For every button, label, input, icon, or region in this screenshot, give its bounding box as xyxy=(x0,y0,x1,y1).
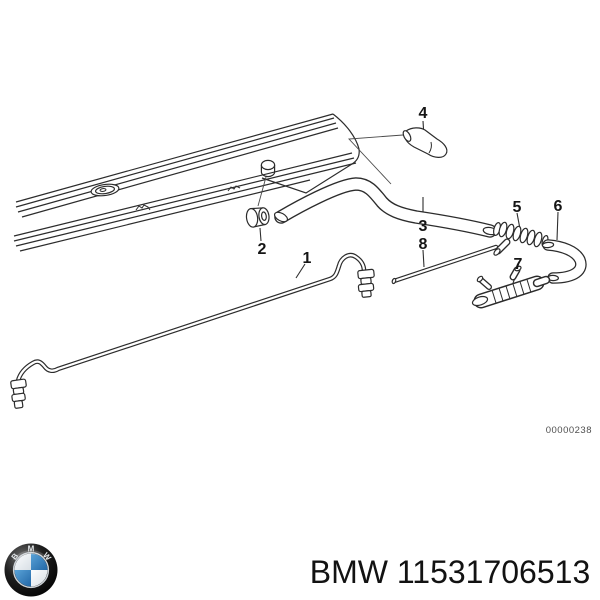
callout-6: 6 xyxy=(554,198,563,215)
brand-label: BMW xyxy=(309,554,388,590)
callout-1: 1 xyxy=(303,250,312,267)
part-number: 11531706513 xyxy=(396,554,591,590)
oil-cap xyxy=(90,183,120,197)
logo-letter-m: M xyxy=(28,545,35,554)
logo-silver-ring xyxy=(12,551,50,589)
bmw-logo: B M W xyxy=(4,543,58,597)
part-1-vent-pipe xyxy=(10,252,375,409)
cover-clip xyxy=(135,204,151,211)
part-5-connector xyxy=(492,221,549,256)
logo-letter-b: B xyxy=(10,551,21,561)
pipe1-lower-fitting xyxy=(10,378,27,409)
parts-diagram: 1 2 3 4 5 6 7 8 00000238 xyxy=(10,105,592,436)
pipe1-upper-fitting xyxy=(357,268,375,298)
logo-quadrants xyxy=(14,553,48,587)
footer: B M W BMW 11531706513 xyxy=(0,540,600,600)
part-6-hose xyxy=(541,239,587,284)
logo-gloss xyxy=(12,550,50,561)
part-7-valve xyxy=(471,265,551,309)
drawing-number: 00000238 xyxy=(546,425,592,436)
logo-letter-w: W xyxy=(41,551,53,563)
cover-clip xyxy=(227,185,241,192)
part-2-grommet xyxy=(245,207,270,228)
callout-3: 3 xyxy=(419,218,428,235)
callout-4: 4 xyxy=(419,105,428,122)
valve-top-stub xyxy=(509,265,522,281)
callout-5: 5 xyxy=(513,199,522,216)
part-number-text: BMW 11531706513 xyxy=(280,556,600,588)
part-4-elbow-hose xyxy=(402,127,448,158)
valve-side-stub xyxy=(476,275,492,290)
part-5-branch-stub xyxy=(493,238,511,256)
valve-cover xyxy=(13,113,360,252)
logo-letters: B M W xyxy=(10,545,53,563)
breather-port xyxy=(260,159,276,178)
callout-2: 2 xyxy=(258,241,267,258)
callout-8: 8 xyxy=(419,236,428,253)
callout-7: 7 xyxy=(514,256,523,273)
part-3-hose xyxy=(273,177,498,238)
part-8-pipe xyxy=(391,244,499,285)
